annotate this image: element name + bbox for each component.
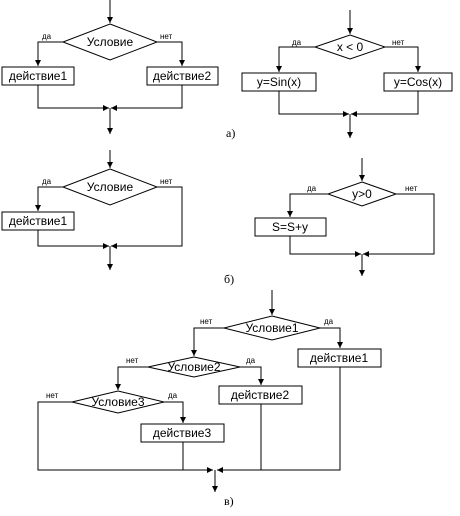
caption-v: в) bbox=[224, 494, 234, 508]
action1-label: действие1 bbox=[310, 351, 369, 365]
diagram-b-left: Условие да нет действие1 bbox=[1, 150, 183, 270]
sin-label: y=Sin(x) bbox=[257, 75, 301, 89]
condition-label: Условие bbox=[87, 180, 134, 194]
yes-label: да bbox=[292, 38, 302, 47]
caption-b: б) bbox=[224, 272, 234, 286]
diagram-a-right: x < 0 да нет y=Sin(x) y=Cos(x) bbox=[241, 10, 453, 138]
condition2-yes-label: да bbox=[246, 356, 256, 365]
no-label: нет bbox=[392, 38, 405, 47]
condition1-diamond bbox=[223, 315, 321, 341]
caption-a: а) bbox=[226, 126, 235, 140]
no-label: нет bbox=[405, 184, 418, 193]
condition-label: x < 0 bbox=[337, 40, 364, 54]
yes-label: да bbox=[42, 177, 52, 186]
condition2-diamond bbox=[147, 356, 241, 378]
no-label: нет bbox=[160, 32, 173, 41]
action2-label: действие2 bbox=[231, 388, 290, 402]
condition2-no-label: нет bbox=[126, 356, 139, 365]
condition2-label: Условие2 bbox=[167, 360, 220, 374]
condition-diamond bbox=[61, 168, 159, 206]
condition-diamond bbox=[313, 34, 387, 60]
condition-label: Условие bbox=[87, 35, 134, 49]
condition3-yes-label: да bbox=[168, 391, 178, 400]
condition1-no-label: нет bbox=[200, 317, 213, 326]
condition3-diamond bbox=[71, 390, 165, 414]
action1-label: действие1 bbox=[9, 69, 68, 83]
condition3-label: Условие3 bbox=[91, 395, 144, 409]
condition-diamond bbox=[61, 23, 159, 61]
condition1-yes-label: да bbox=[324, 317, 334, 326]
diagram-a-left: Условие да нет действие1 действие2 bbox=[1, 0, 219, 134]
cos-label: y=Cos(x) bbox=[394, 75, 442, 89]
action3-label: действие3 bbox=[153, 426, 212, 440]
diagram-v: Условие1 нет да действие1 Условие2 нет д… bbox=[37, 290, 382, 492]
condition3-no-label: нет bbox=[46, 391, 59, 400]
yes-label: да bbox=[307, 184, 317, 193]
condition-label: y>0 bbox=[352, 187, 372, 201]
action2-label: действие2 bbox=[153, 69, 212, 83]
condition1-label: Условие1 bbox=[245, 321, 298, 335]
condition-diamond bbox=[326, 181, 398, 207]
sum-label: S=S+y bbox=[272, 220, 308, 234]
no-label: нет bbox=[160, 177, 173, 186]
yes-label: да bbox=[42, 32, 52, 41]
diagram-b-right: y>0 да нет S=S+y bbox=[254, 158, 435, 276]
action1-label: действие1 bbox=[9, 214, 68, 228]
